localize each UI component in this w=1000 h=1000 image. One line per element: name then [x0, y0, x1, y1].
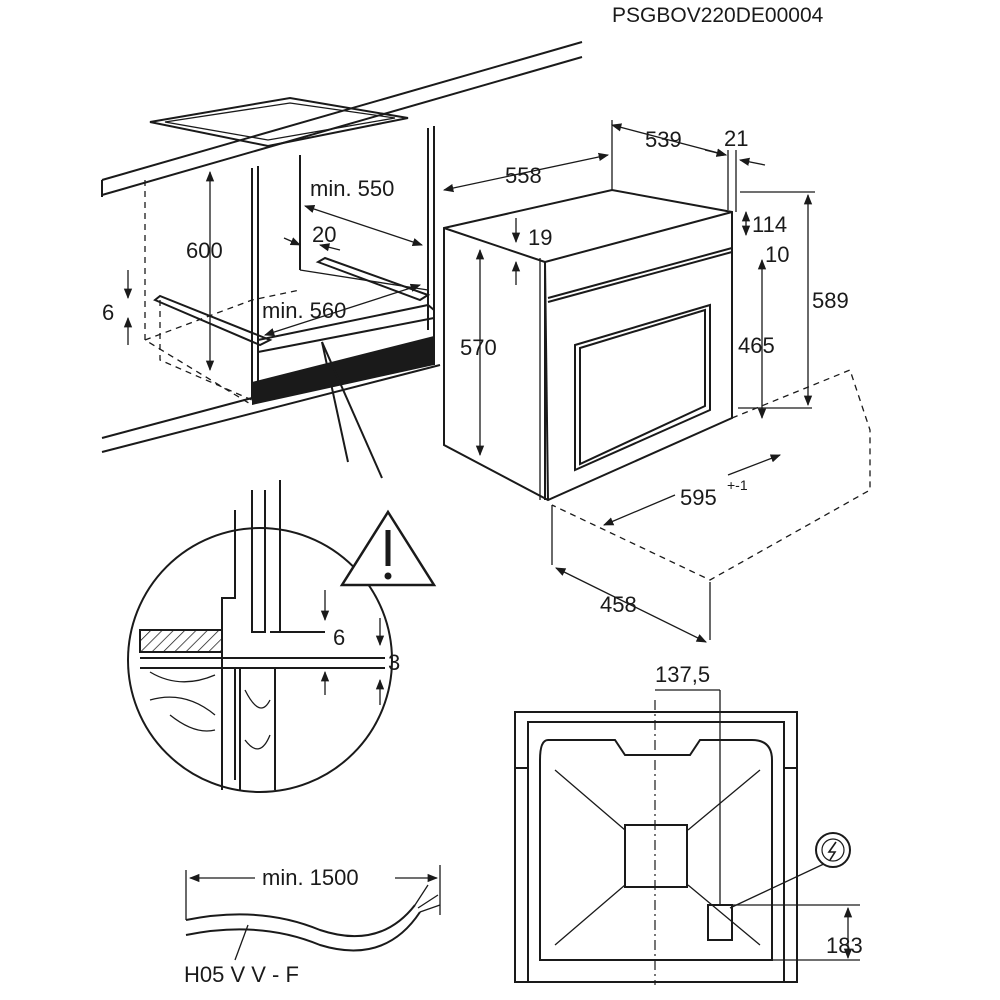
power-cable: min. 1500 H05 V V - F	[184, 865, 441, 987]
oven	[443, 120, 871, 640]
dim-570: 570	[460, 335, 497, 360]
dim-19: 19	[528, 225, 552, 250]
oven-back-view: 137,5 183	[514, 662, 863, 985]
dim-589: 589	[812, 288, 849, 313]
detail-callout: 6 3	[127, 341, 437, 793]
dim-114: 114	[752, 212, 787, 237]
dim-min-560: min. 560	[262, 298, 346, 323]
dim-137-5: 137,5	[655, 662, 710, 687]
dim-558: 558	[505, 163, 542, 188]
dim-6: 6	[102, 300, 114, 325]
detail-dim-6: 6	[333, 625, 345, 650]
dim-183: 183	[826, 933, 863, 958]
dim-20: 20	[312, 222, 336, 247]
oven-dimensions: 558 539 21 19 570 114 10 465 589 595 +-1…	[442, 123, 849, 643]
dim-595: 595	[680, 485, 717, 510]
countertop	[101, 41, 583, 453]
dim-600: 600	[186, 238, 223, 263]
electric-connection-icon	[815, 832, 851, 868]
cable-min-length: min. 1500	[262, 865, 359, 890]
dim-min-550: min. 550	[310, 176, 394, 201]
dim-10: 10	[765, 242, 789, 267]
dim-539: 539	[645, 127, 682, 152]
dim-21: 21	[724, 126, 748, 151]
dim-458: 458	[600, 592, 637, 617]
cabinet-dimensions: 600 min. 550 20 min. 560 6	[102, 170, 423, 372]
product-code: PSGBOV220DE00004	[612, 4, 824, 27]
dim-595-tolerance: +-1	[727, 477, 748, 493]
dim-465: 465	[738, 333, 775, 358]
cabinet	[144, 126, 435, 406]
cable-type: H05 V V - F	[184, 962, 299, 987]
detail-dim-3: 3	[388, 650, 400, 675]
